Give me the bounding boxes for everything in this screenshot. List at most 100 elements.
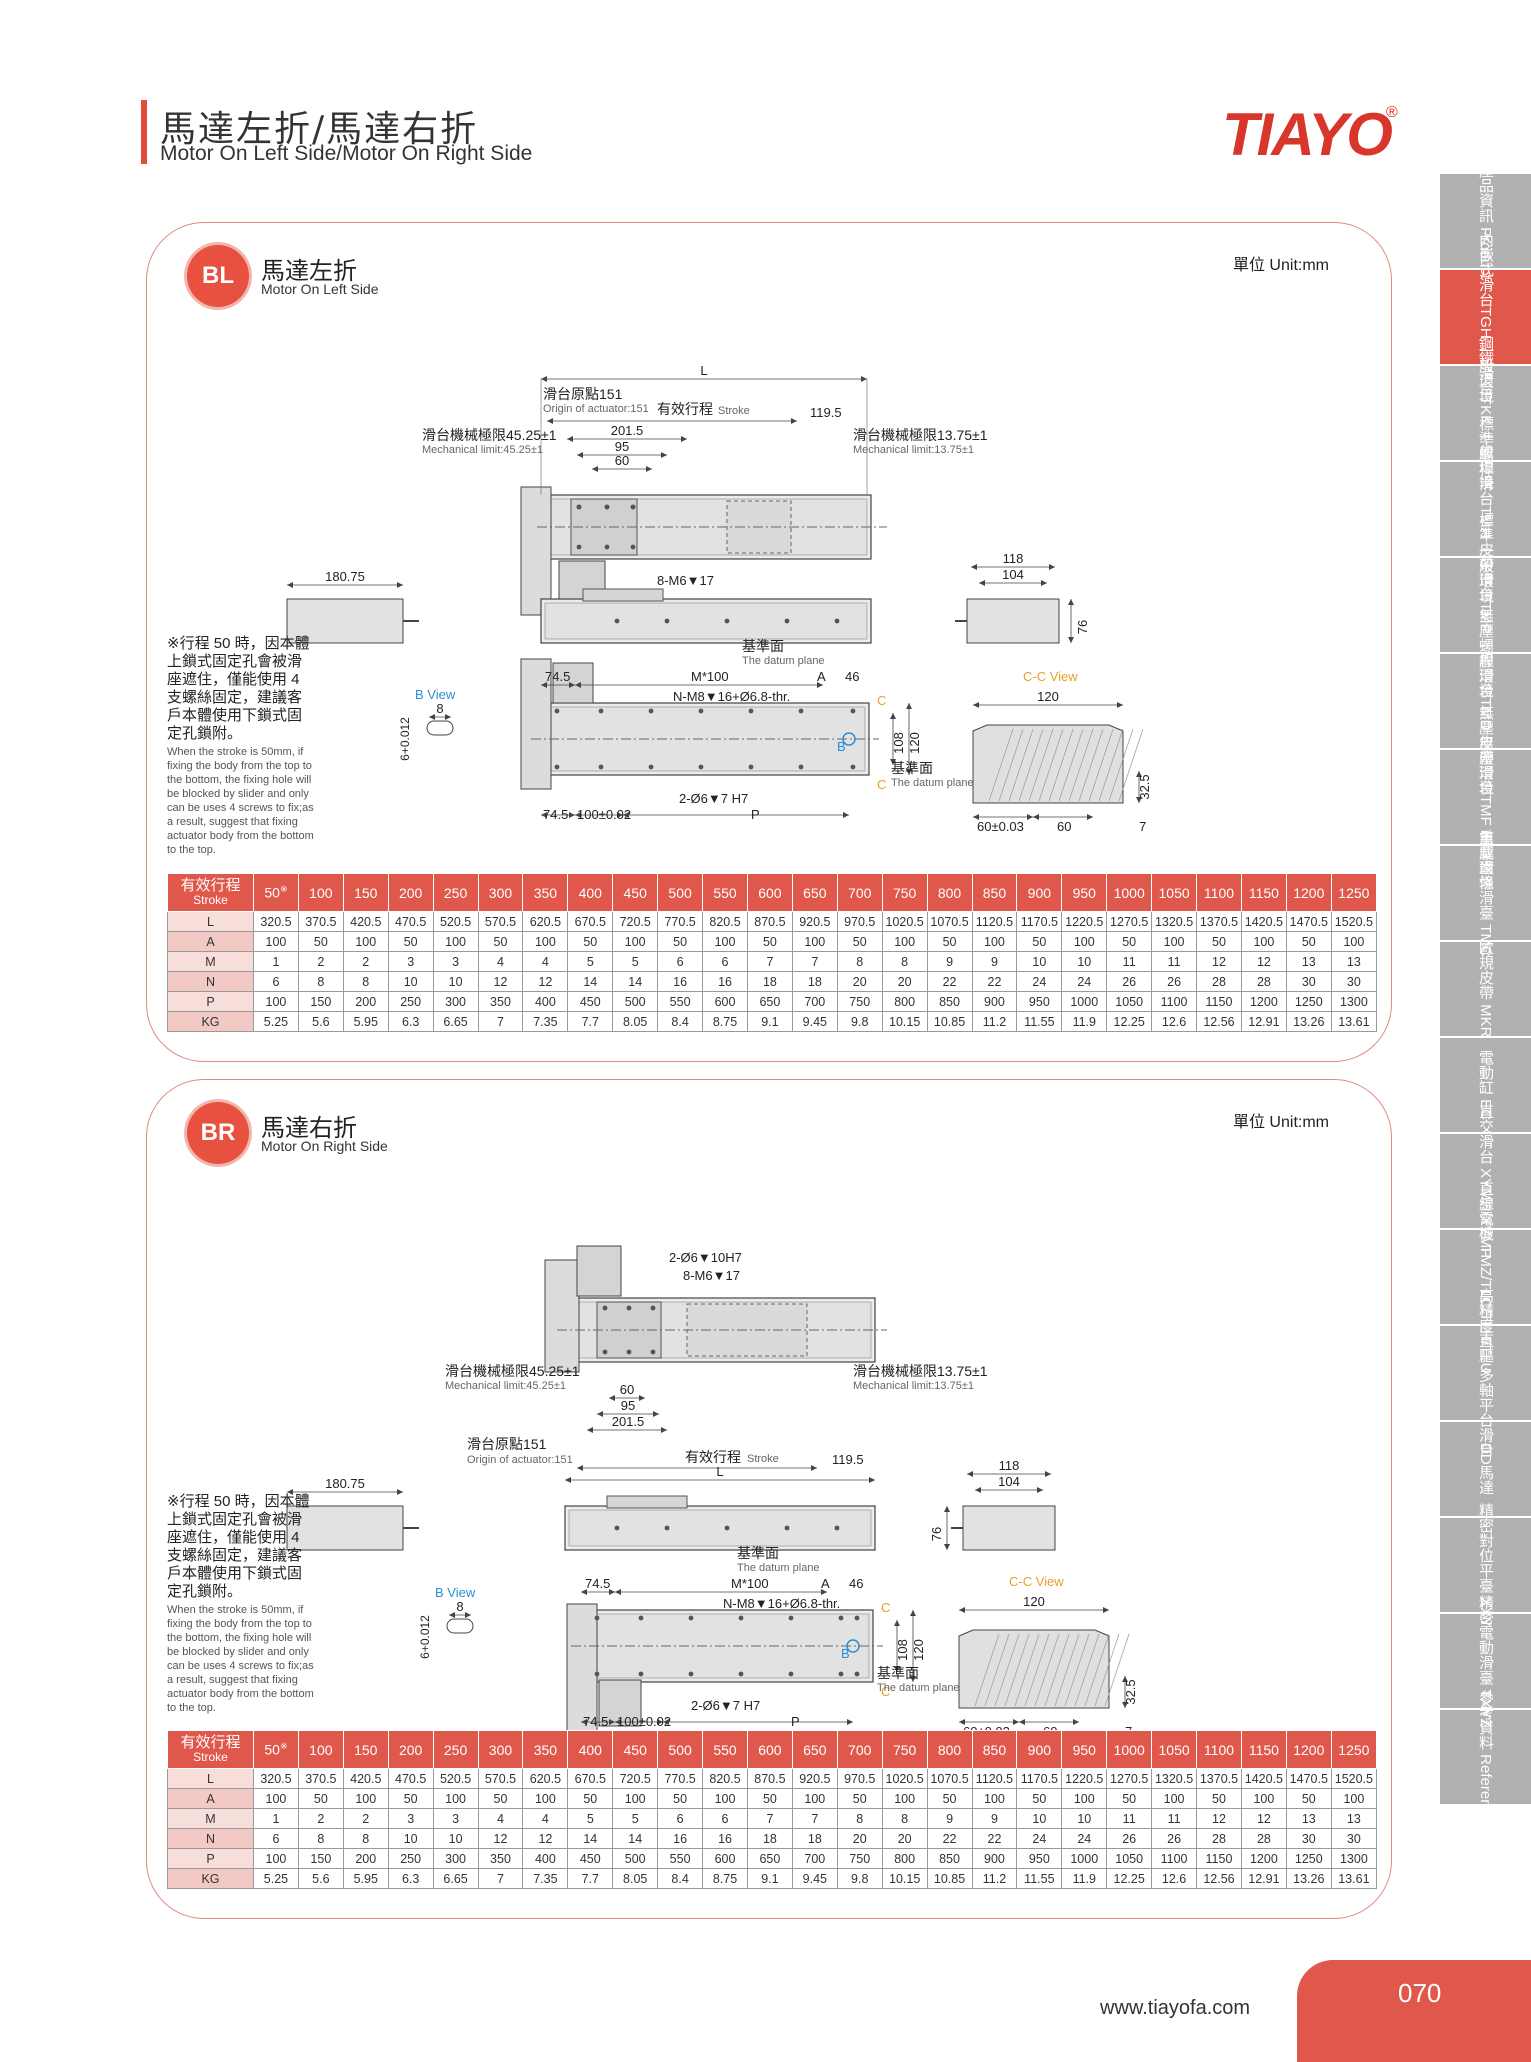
dim-60-tolerance: 60±0.03 — [963, 1724, 1010, 1730]
table-cell: 6.3 — [387, 1011, 434, 1032]
section-hatch — [988, 728, 1014, 802]
mech-limit-right-en: Mechanical limit:13.75±1 — [853, 444, 974, 456]
sidebar-item-13[interactable]: DD馬達 — [1440, 1422, 1531, 1518]
sidebar-item-8[interactable]: 歐規皮帶 MKR — [1440, 940, 1531, 1038]
sidebar-item-6[interactable]: 無塵皮帶滑台TMF 無塵環境 — [1440, 705, 1531, 890]
table-cell: 100 — [1240, 1788, 1287, 1809]
table-cell: 10 — [1016, 951, 1063, 972]
table-cell: 450 — [567, 991, 614, 1012]
table-cell: 1100 — [1151, 1848, 1198, 1869]
sidebar-item-5[interactable]: 無塵螺桿滑台TMD 無塵環境 — [1440, 608, 1531, 794]
table-cell: 820.5 — [702, 1768, 748, 1789]
sidebar-item-0[interactable]: 產品資訊 Product — [1440, 163, 1531, 279]
table-cell: 24 — [1061, 1828, 1108, 1849]
table-cell: 6 — [657, 951, 704, 972]
sidebar-item-7[interactable]: 重載齒條滑臺 TMC — [1440, 830, 1531, 956]
dimension-arrow — [1033, 814, 1093, 820]
mounting-hole — [648, 708, 654, 714]
table-cell: 12 — [522, 1828, 569, 1849]
br-stroke-col: 700 — [836, 1730, 883, 1769]
table-cell: 150 — [297, 1848, 344, 1869]
table-cell: 13 — [1285, 1808, 1332, 1829]
table-cell: 670.5 — [567, 911, 614, 932]
section-hatch — [1058, 728, 1084, 802]
sidebar-item-11[interactable]: 直線電機 TMZ/TLC/TLH/TLU — [1440, 1181, 1531, 1373]
sidebar-item-1[interactable]: 內嵌式滑台TGH 一般環境 — [1440, 232, 1531, 402]
dim-32-5: 32.5 — [1123, 1679, 1138, 1704]
table-cell: 100 — [702, 931, 748, 952]
table-cell: 800 — [881, 1848, 928, 1869]
sidebar-item-2[interactable]: 鋼鐵滑台TKK 一般環境 — [1440, 336, 1531, 490]
bl-stroke-col: 150 — [342, 873, 389, 912]
table-cell: 50 — [1285, 931, 1332, 952]
table-cell: 7.35 — [522, 1011, 569, 1032]
table-cell: 1420.5 — [1240, 911, 1287, 932]
sidebar-item-4[interactable]: 標準皮帶滑台TMP 一般環境 — [1440, 512, 1531, 698]
table-cell: 100 — [971, 1788, 1018, 1809]
table-cell: 50 — [387, 931, 434, 952]
sidebar-item-16[interactable]: 參考資料 Reference — [1440, 1690, 1531, 1824]
table-cell: 470.5 — [387, 1768, 434, 1789]
table-cell: 18 — [791, 971, 838, 992]
sidebar-item-14[interactable]: 精密對位平臺 XXY — [1440, 1503, 1531, 1627]
end-view-left — [286, 1505, 404, 1551]
website-link[interactable]: www.tiayofa.com — [1100, 1997, 1251, 2019]
page-title-en: Motor On Left Side/Motor On Right Side — [160, 142, 533, 165]
sidebar-item-3[interactable]: 標準螺桿滑台TMH 一般環境 — [1440, 416, 1531, 602]
br-stroke-col: 1100 — [1196, 1730, 1242, 1769]
bl-stroke-col: 1200 — [1285, 873, 1332, 912]
mounting-hole — [604, 504, 610, 510]
table-cell: 50 — [926, 931, 973, 952]
table-cell: 28 — [1240, 971, 1287, 992]
table-cell: 6 — [657, 1808, 704, 1829]
motor — [598, 1679, 642, 1727]
table-cell: 28 — [1196, 971, 1242, 992]
table-cell: 950 — [1016, 991, 1063, 1012]
table-cell: 50 — [657, 1788, 704, 1809]
br-stroke-col: 550 — [702, 1730, 748, 1769]
table-cell: 20 — [836, 971, 883, 992]
sidebar-item-label: 標準皮帶滑台TMP 一般環境 — [1477, 512, 1494, 698]
dim-a: A — [817, 669, 826, 684]
table-cell: 8 — [342, 971, 389, 992]
mounting-hole — [748, 764, 754, 770]
section-hatch — [1108, 728, 1134, 802]
row-label: N — [167, 1828, 254, 1849]
row-label: KG — [167, 1011, 254, 1032]
br-note-zh: ※行程 50 時，因本體上鎖式固定孔會被滑座遮住，僅能使用 4 支螺絲固定，建議… — [167, 1493, 310, 1600]
table-cell: 1270.5 — [1106, 1768, 1153, 1789]
dim-a: A — [821, 1576, 830, 1591]
dimension-arrow — [449, 1612, 471, 1618]
section-hatch — [1008, 728, 1034, 802]
motor-housing — [544, 1259, 580, 1373]
bl-stroke-col: 300 — [477, 873, 524, 912]
table-cell: 12 — [1196, 951, 1242, 972]
dim-120: 120 — [1023, 1594, 1045, 1609]
table-cell: 12.6 — [1151, 1011, 1198, 1032]
mounting-hole — [630, 544, 636, 550]
sidebar-item-10[interactable]: 直交滑台 XYMH/XYMP — [1440, 1104, 1531, 1258]
table-cell: 9.1 — [746, 1868, 793, 1889]
section-c-bottom: C — [877, 777, 886, 792]
sidebar-item-12[interactable]: 高精度直驅 多軸平台滑台 — [1440, 1288, 1531, 1458]
bl-stroke-col: 600 — [746, 873, 793, 912]
table-cell: 12 — [477, 971, 524, 992]
table-cell: 520.5 — [432, 911, 479, 932]
table-cell: 8.75 — [702, 1868, 748, 1889]
origin-label: 滑台原點151 — [543, 386, 623, 402]
mounting-hole — [576, 544, 582, 550]
bl-stroke-col: 1050 — [1151, 873, 1198, 912]
table-cell: 1470.5 — [1285, 1768, 1332, 1789]
sidebar-item-9[interactable]: 電動缸 EC — [1440, 1038, 1531, 1134]
section-hatch — [1118, 728, 1144, 802]
table-cell: 1520.5 — [1330, 1768, 1378, 1789]
table-cell: 50 — [297, 931, 344, 952]
table-cell: 620.5 — [522, 1768, 569, 1789]
table-cell: 14 — [567, 1828, 614, 1849]
table-cell: 50 — [297, 1788, 344, 1809]
hole-spec-h7-bottom: 2-Ø6▼7 H7 — [691, 1698, 760, 1713]
br-stroke-col: 850 — [971, 1730, 1018, 1769]
sidebar-item-15[interactable]: 精密電動滑臺 TXYZ — [1440, 1595, 1531, 1727]
